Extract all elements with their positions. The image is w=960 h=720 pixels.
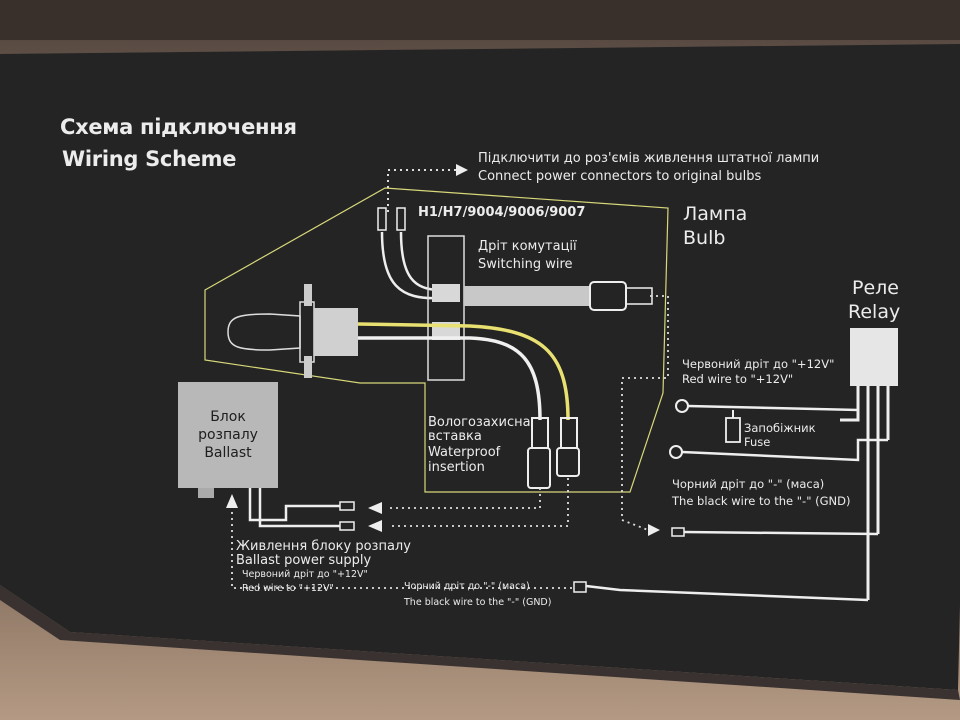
lamp-label-en: Bulb (683, 227, 726, 249)
lamp-plug (427, 235, 465, 381)
connect-note-en: Connect power connectors to original bul… (478, 169, 762, 184)
black-wire-bottom-ua: Чорний дріт до "-" (маса) (404, 581, 530, 592)
fuse-label-en: Fuse (744, 435, 771, 449)
top-connector-1 (377, 207, 387, 231)
red-wire-relay-en: Red wire to "+12V" (682, 372, 794, 386)
ballast-dotted-line-1 (388, 488, 541, 509)
bulb-base (314, 308, 358, 356)
top-connector-2 (396, 207, 406, 231)
relay-dotted-arrow (648, 524, 660, 536)
bulb-clip-top (304, 284, 312, 306)
title-ua: Схема підключення (60, 115, 297, 139)
ballast-label-2: розпалу (198, 427, 258, 443)
title-en: Wiring Scheme (62, 147, 237, 171)
ballast-label-1: Блок (210, 409, 246, 425)
ballast-arrow-1 (368, 502, 382, 514)
waterproof-ua-2: вставка (428, 429, 482, 444)
fuse-label-ua: Запобіжник (744, 421, 816, 435)
relay-label-en: Relay (848, 301, 901, 323)
relay-leg-1 (840, 386, 860, 422)
waterproof-sleeve-1 (527, 447, 551, 489)
relay-signal-wire (683, 530, 879, 536)
ballast-tab (198, 488, 214, 498)
power-dotted-arrow (226, 494, 238, 508)
waterproof-en-1: Waterproof (428, 445, 501, 460)
box-panel (0, 44, 960, 690)
connect-dotted-line (387, 169, 456, 212)
connect-note-ua: Підключити до роз'ємів живлення штатної … (478, 151, 820, 166)
connect-arrow (456, 164, 468, 176)
ballast-plug-2 (339, 521, 355, 531)
ballast-arrow-2 (368, 520, 382, 532)
waterproof-en-2: insertion (428, 460, 485, 475)
ballast-wire-1 (248, 488, 340, 522)
power-wire (585, 584, 869, 602)
ballast-plug-1 (339, 501, 355, 511)
bulb-types: H1/H7/9004/9006/9007 (418, 205, 586, 220)
bulb-wire-white (358, 336, 542, 421)
relay-box (850, 328, 898, 386)
lamp-label-ua: Лампа (683, 203, 748, 225)
red-wire-bottom-en: Red wire to "+12V" (242, 583, 334, 594)
switching-wire-en: Switching wire (478, 257, 573, 272)
black-wire-relay (681, 438, 888, 462)
relay-label-ua: Реле (852, 277, 899, 299)
black-wire-relay-ua: Чорний дріт до "-" (маса) (672, 477, 825, 491)
lamp-area-frame (204, 187, 669, 493)
ballast-label-3: Ballast (204, 445, 252, 461)
background-top (0, 0, 960, 40)
ballast-dotted-line-2 (388, 478, 569, 527)
ballast-wire-2 (258, 488, 340, 528)
black-wire-bottom-en: The black wire to the "-" (GND) (404, 597, 552, 608)
plug-block-upper (432, 284, 460, 302)
black-wire-relay-en: The black wire to the "-" (GND) (672, 494, 851, 508)
red-wire-relay-ua: Червоний дріт до "+12V" (682, 357, 835, 371)
red-wire-bottom-ua: Червоний дріт до "+12V" (242, 569, 368, 580)
red-wire-relay (687, 400, 860, 412)
waterproof-sleeve-2 (556, 447, 580, 477)
ballast-power-ua: Живлення блоку розпалу (236, 539, 411, 554)
box-edge (0, 585, 960, 700)
bulb-clip-bottom (304, 356, 312, 378)
ballast-box (178, 382, 278, 488)
bulb-wire-yellow (357, 322, 570, 421)
switching-wire-ua: Дріт комутації (478, 239, 577, 254)
ballast-power-en: Ballast power supply (236, 553, 372, 568)
waterproof-ua-1: Вологозахисна (428, 415, 531, 430)
wire-tube (464, 286, 590, 306)
